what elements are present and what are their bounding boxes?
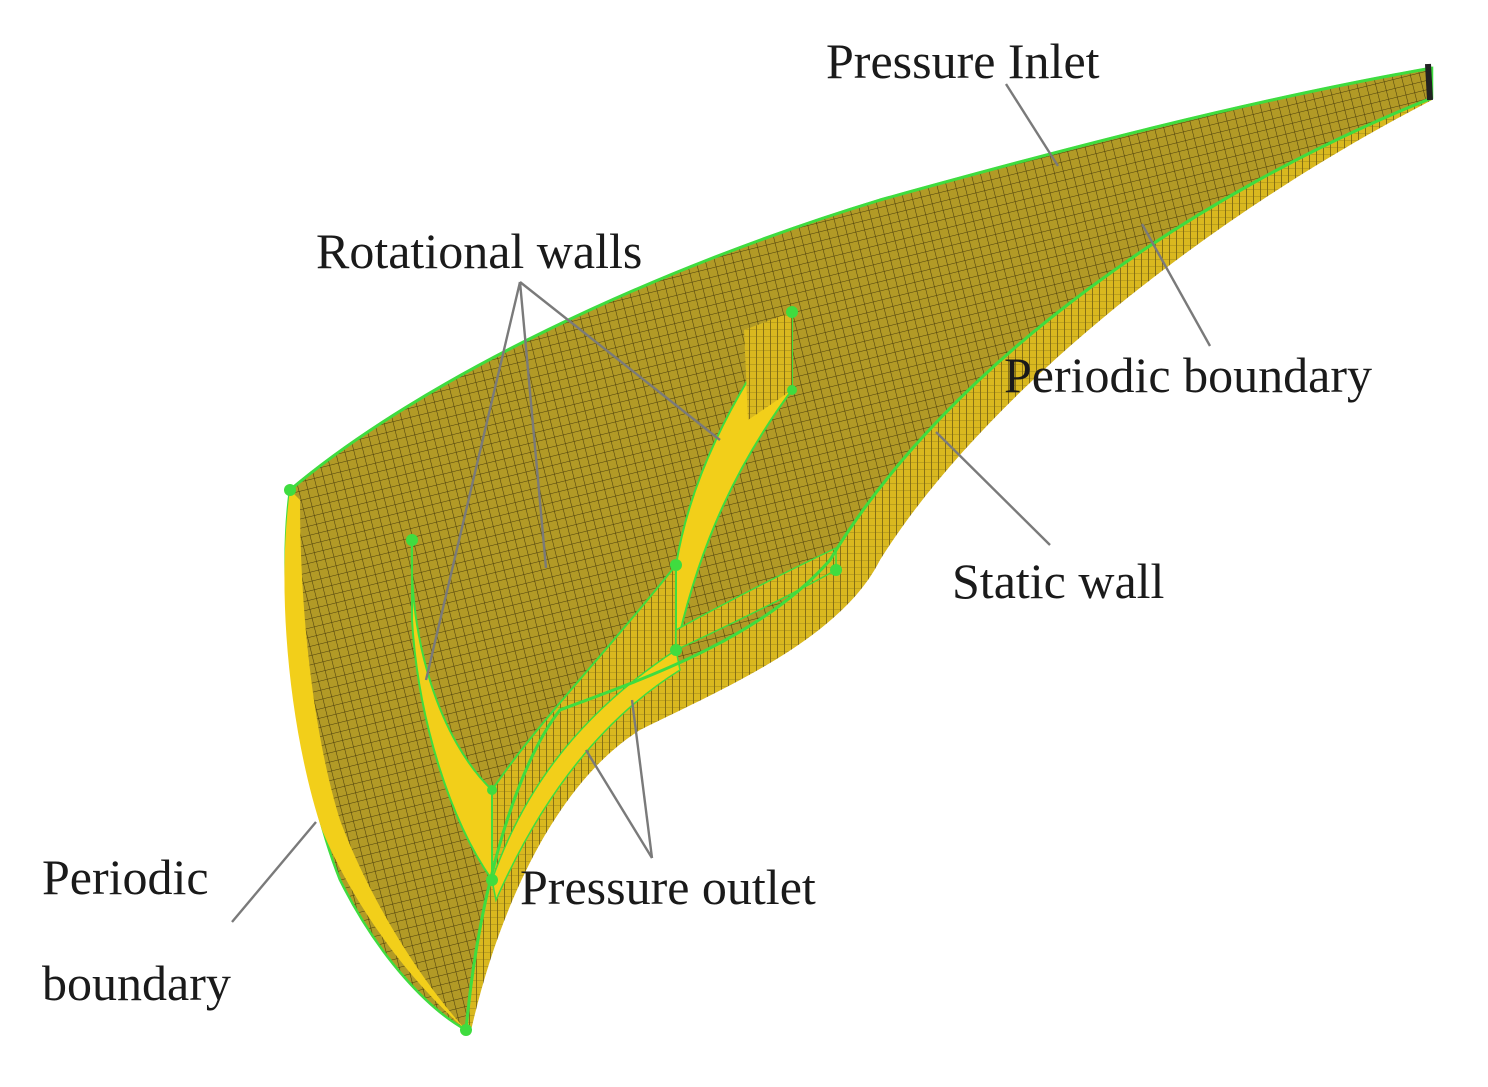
leader-inlet [1004, 83, 1060, 167]
rotational-wall-2-mesh [744, 312, 792, 420]
label-periodic-boundary-right: Periodic boundary [1004, 347, 1372, 403]
label-periodic-left-line1: Periodic [42, 849, 209, 905]
label-rotational-walls: Rotational walls [316, 223, 643, 279]
pressure-outlet-face [491, 648, 681, 903]
label-pressure-inlet: Pressure Inlet [826, 33, 1100, 89]
leader-rot-a [424, 281, 522, 681]
leader-perR [1140, 223, 1212, 347]
leader-perL [231, 821, 317, 923]
edge-nodes [284, 306, 842, 1036]
leader-outlet-b [630, 699, 654, 859]
label-periodic-left-line2: boundary [42, 955, 231, 1011]
edge-inlet [1425, 63, 1433, 101]
label-pressure-outlet: Pressure outlet [520, 859, 816, 915]
leader-rot-c [519, 281, 721, 441]
edge-bottom [464, 96, 1433, 1031]
periodic-face-left [284, 490, 466, 1030]
edge-top [289, 66, 1433, 492]
label-static-wall: Static wall [952, 553, 1165, 609]
leader-outlet-a [584, 749, 654, 859]
leader-lines [231, 83, 1212, 923]
leader-static [935, 431, 1051, 546]
leader-rot-b [518, 281, 548, 569]
